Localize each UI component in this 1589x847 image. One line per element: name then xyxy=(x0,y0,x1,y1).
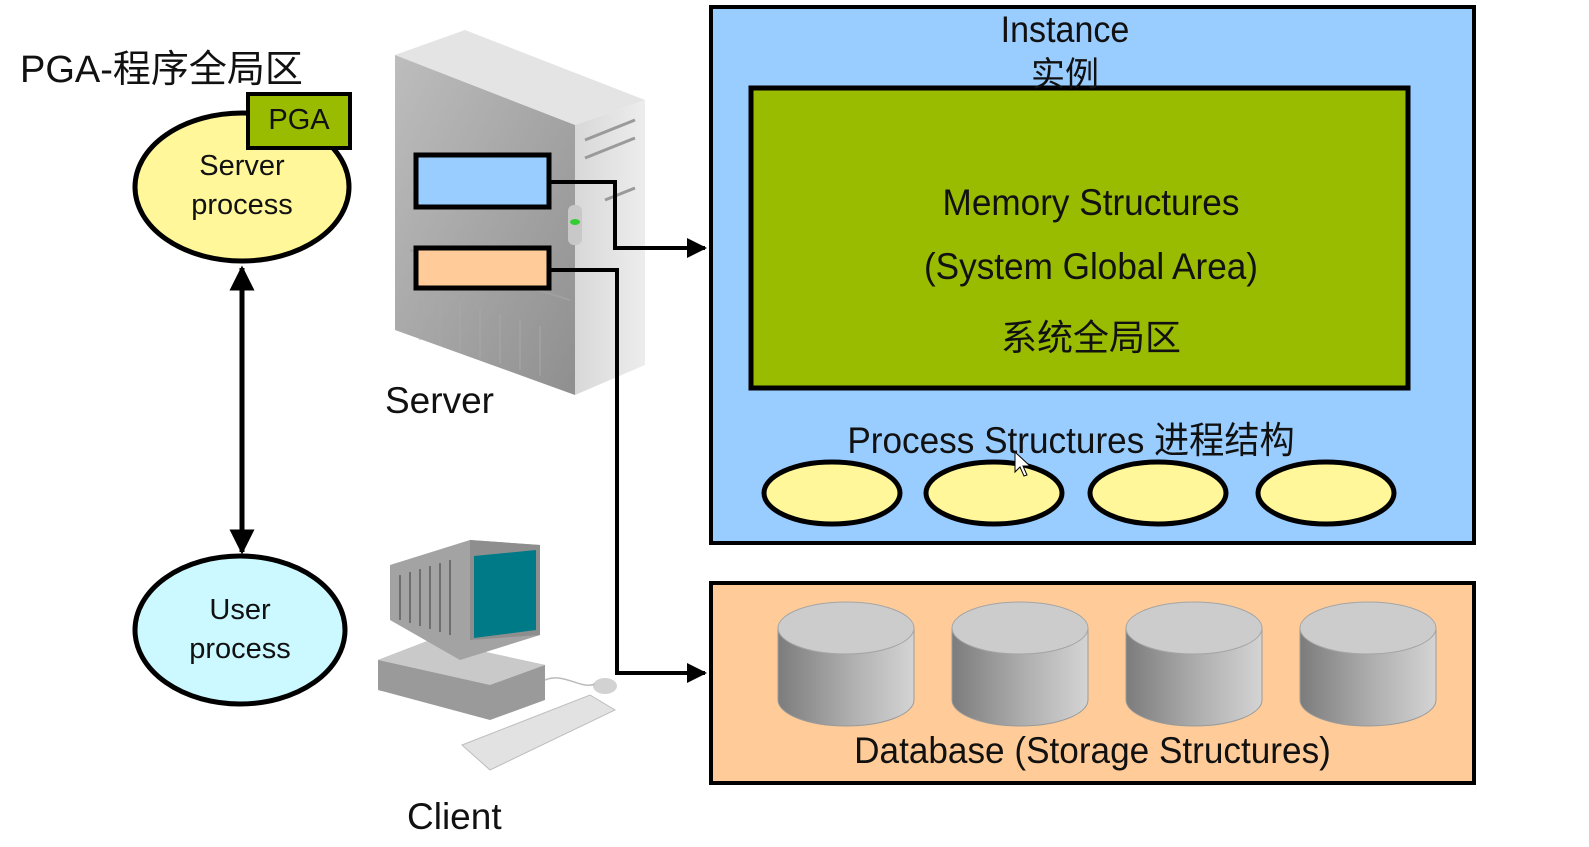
sga-title-line3: 系统全局区 xyxy=(1000,317,1181,358)
process-structure-ellipse xyxy=(761,459,903,527)
instance-title-cn: 实例 xyxy=(1031,56,1099,94)
process-structure-ellipse xyxy=(1255,459,1397,527)
datafile-cylinder-icon xyxy=(951,601,1089,727)
client-computer-icon xyxy=(378,540,617,771)
pga-box-label: PGA xyxy=(268,104,330,136)
datafile-cylinder-icon xyxy=(777,601,915,727)
pga-box xyxy=(246,92,352,150)
instance-title: Instance xyxy=(1000,9,1130,50)
server-instance-block xyxy=(413,152,552,210)
datafile-cylinder-icon xyxy=(1299,601,1437,727)
server-tower-icon xyxy=(395,30,645,395)
process-structures-label: Process Structures 进程结构 xyxy=(847,420,1295,461)
user-process-label-line1: User xyxy=(209,594,271,626)
instance-connector-arrow xyxy=(549,180,707,258)
mouse-cursor-icon xyxy=(1014,450,1032,477)
server-process-label-line2: process xyxy=(191,189,293,221)
sga-title-line1: Memory Structures xyxy=(942,182,1240,223)
database-connector-arrow xyxy=(549,268,707,683)
user-process-label-line2: process xyxy=(189,633,291,665)
client-label: Client xyxy=(407,796,502,837)
server-process-label-line1: Server xyxy=(199,150,285,182)
pga-title: PGA-程序全局区 xyxy=(20,49,303,91)
sga-title-line2: (System Global Area) xyxy=(923,246,1259,287)
server-database-block xyxy=(413,245,552,291)
server-label: Server xyxy=(385,380,494,421)
user-process-ellipse xyxy=(132,553,348,707)
process-structure-ellipse xyxy=(1087,459,1229,527)
sga-box xyxy=(748,85,1411,391)
process-structure-ellipse xyxy=(923,459,1065,527)
datafile-cylinder-icon xyxy=(1125,601,1263,727)
database-label: Database (Storage Structures) xyxy=(854,730,1331,771)
